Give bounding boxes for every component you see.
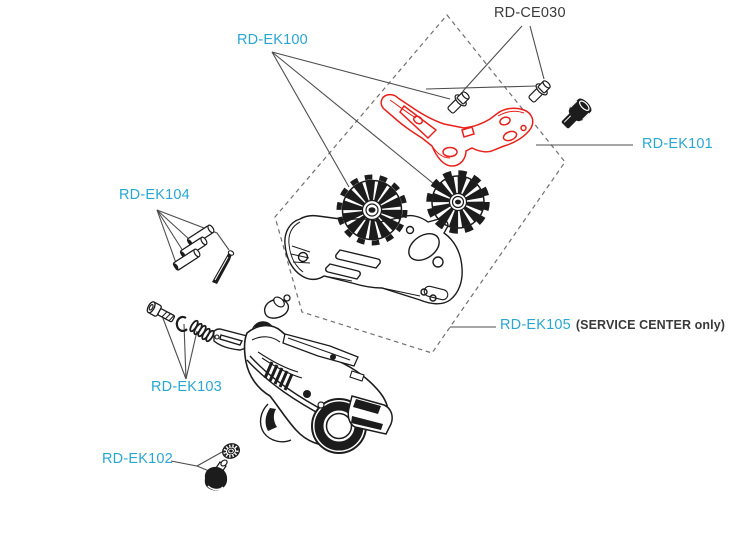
leader-ek103-spring <box>185 330 198 380</box>
spring <box>189 319 215 343</box>
label-rd-ek104: RD-EK104 <box>119 187 190 203</box>
mounting-bolt <box>561 98 592 129</box>
leader-ek104-pin2 <box>156 209 184 252</box>
b-bolt <box>146 301 176 323</box>
label-rd-ek101: RD-EK101 <box>642 136 713 152</box>
label-rd-ek102: RD-EK102 <box>102 451 173 467</box>
inner-cage-plate <box>284 214 463 305</box>
clip-washer <box>175 315 188 332</box>
leader-ek104-pin1 <box>156 209 191 241</box>
body-spring-coil <box>263 361 294 391</box>
dashed-boundary <box>274 14 566 354</box>
label-rd-ek103: RD-EK103 <box>151 379 222 395</box>
label-rd-ce030: RD-CE030 <box>494 5 566 21</box>
leader-ek100-upper-pulley <box>271 51 350 188</box>
cage-screw-right <box>528 80 551 103</box>
label-rd-ek105-code: RD-EK105 <box>500 317 571 333</box>
leader-ce030-right <box>529 25 545 80</box>
derailleur-body <box>212 294 393 454</box>
leader-ek102-screw <box>196 465 210 472</box>
leader-ek102-washer <box>170 451 223 467</box>
leader-ek103-bolt <box>160 312 187 380</box>
taper-pin <box>212 250 235 284</box>
leader-ce030-left <box>462 25 523 92</box>
lower-pulley <box>426 170 490 234</box>
leader-ek104-taper-pin <box>156 209 230 251</box>
adjuster-washer <box>222 443 240 459</box>
leader-ek104-pin3 <box>156 209 177 264</box>
leader-ek100-lower-pulley <box>271 51 435 185</box>
pin-3 <box>172 248 201 271</box>
upper-pulley <box>336 174 408 246</box>
outer-cage-plate-highlighted <box>380 93 534 167</box>
adjuster-screw <box>204 459 228 491</box>
cage-screw-left <box>447 91 470 114</box>
leader-lines <box>156 25 633 472</box>
service-center-note: (SERVICE CENTER only) <box>575 318 726 332</box>
label-rd-ek100: RD-EK100 <box>237 32 308 48</box>
leader-ek100-upper-screw <box>425 85 537 90</box>
leader-ek100-lower-screw <box>271 51 451 100</box>
label-rd-ek105: RD-EK105 (SERVICE CENTER only) <box>500 317 726 333</box>
leader-ek103-washer <box>183 323 187 380</box>
pin-2 <box>179 236 208 259</box>
